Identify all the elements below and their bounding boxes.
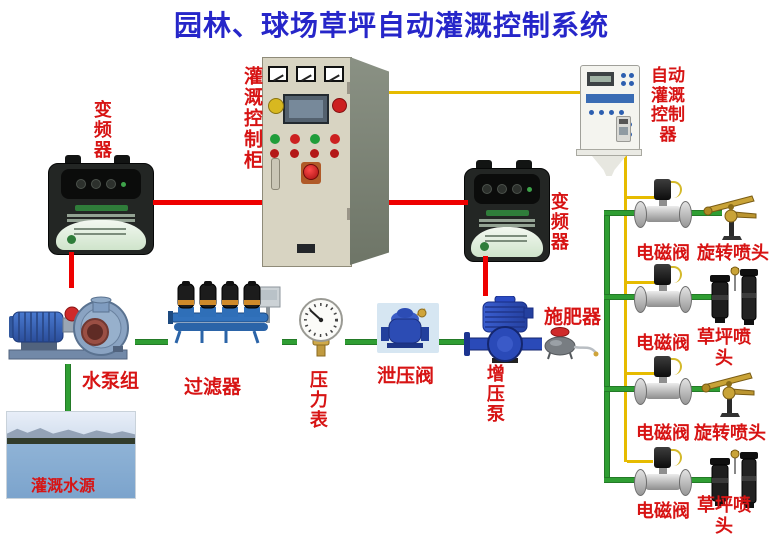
solenoid-valve-image: [634, 447, 692, 499]
emergency-stop-button: [301, 162, 321, 184]
power-line-vfdleft-pump: [69, 252, 74, 314]
vfd-left-label: 变频器: [91, 100, 112, 160]
popup-sprinkler-image: [706, 448, 766, 515]
pump-group-image: [5, 288, 135, 364]
zone3-valve-label: 电磁阀: [636, 423, 690, 443]
vfd-left-image: [48, 155, 154, 255]
zone2-sprinkler-label: 草坪喷头: [697, 327, 751, 368]
booster-pump-image: [463, 295, 548, 364]
cabinet-handle: [271, 158, 280, 190]
water-main-pipe: [118, 339, 610, 345]
filter-label: 过滤器: [184, 377, 242, 398]
rotary-sprinkler-image: [698, 361, 762, 424]
auto-controller-image: [576, 63, 642, 179]
relief-valve-image: [377, 303, 439, 353]
panel-button-red: [310, 149, 319, 158]
solenoid-valve-image: [634, 356, 692, 408]
cabinet-nameplate: [297, 244, 315, 253]
auto-controller-label: 自动灌溉控制器: [651, 66, 685, 144]
control-cabinet-side: [350, 57, 389, 265]
rotary-sprinkler-image: [700, 184, 764, 247]
zone2-valve-label: 电磁阀: [636, 333, 690, 353]
water-riser-pipe: [604, 210, 610, 483]
fertilizer-label: 施肥器: [544, 307, 602, 328]
popup-sprinkler-image: [706, 265, 766, 332]
zone1-sprinkler-label: 旋转喷头: [697, 243, 769, 263]
panel-button-red: [290, 134, 300, 144]
zone4-sprinkler-label: 草坪喷头: [697, 495, 751, 536]
water-source-image: 灌溉水源: [6, 411, 136, 499]
signal-branch-zone2: [627, 281, 657, 284]
panel-button-red: [290, 149, 299, 158]
zone4-valve-label: 电磁阀: [636, 501, 690, 521]
solenoid-valve-image: [634, 264, 692, 316]
signal-branch-zone3: [627, 372, 657, 375]
vfd-right-image: [464, 160, 550, 262]
pressure-gauge-label: 压力表: [307, 370, 328, 430]
panel-button-green: [270, 134, 280, 144]
relief-valve-label: 泄压阀: [377, 366, 435, 387]
pump-group-label: 水泵组: [82, 371, 140, 392]
power-line-cabinet-vfdright: [386, 200, 468, 205]
signal-line-cabinet-controller: [389, 91, 581, 94]
cabinet-hinge: [347, 82, 351, 94]
panel-display: [283, 94, 329, 124]
zone3-sprinkler-label: 旋转喷头: [694, 423, 766, 443]
water: [7, 444, 135, 498]
control-cabinet-image: [262, 57, 352, 267]
vfd-right-label: 变频器: [548, 192, 569, 252]
panel-button-red: [270, 149, 279, 158]
cabinet-hinge: [347, 208, 351, 220]
zone1-valve-label: 电磁阀: [636, 243, 690, 263]
power-line-vfdleft-cabinet: [153, 200, 263, 205]
panel-button-green: [310, 134, 320, 144]
panel-button-red: [330, 134, 340, 144]
booster-pump-label: 增压泵: [484, 364, 505, 424]
panel-meter-icon: [296, 66, 316, 82]
signal-branch-zone4: [627, 460, 653, 463]
fertilizer-image: [542, 325, 604, 363]
power-line-vfdright-booster: [483, 256, 488, 304]
signal-branch-zone1: [627, 196, 657, 199]
panel-meter-icon: [324, 66, 344, 82]
panel-button-red: [330, 149, 339, 158]
water-intake-pipe: [65, 357, 71, 413]
panel-button-yellow: [268, 98, 284, 114]
water-source-label: 灌溉水源: [31, 478, 96, 495]
solenoid-valve-image: [634, 179, 692, 231]
signal-bus-vertical: [624, 140, 627, 462]
panel-button-red: [332, 98, 347, 113]
control-cabinet-label: 灌溉控制柜: [240, 66, 262, 171]
filter-image: [168, 281, 282, 345]
panel-meter-icon: [268, 66, 288, 82]
treeline: [7, 438, 135, 444]
page-title: 园林、球场草坪自动灌溉控制系统: [173, 11, 609, 42]
pressure-gauge-image: [297, 298, 345, 360]
controller-remote-image: [616, 116, 631, 142]
